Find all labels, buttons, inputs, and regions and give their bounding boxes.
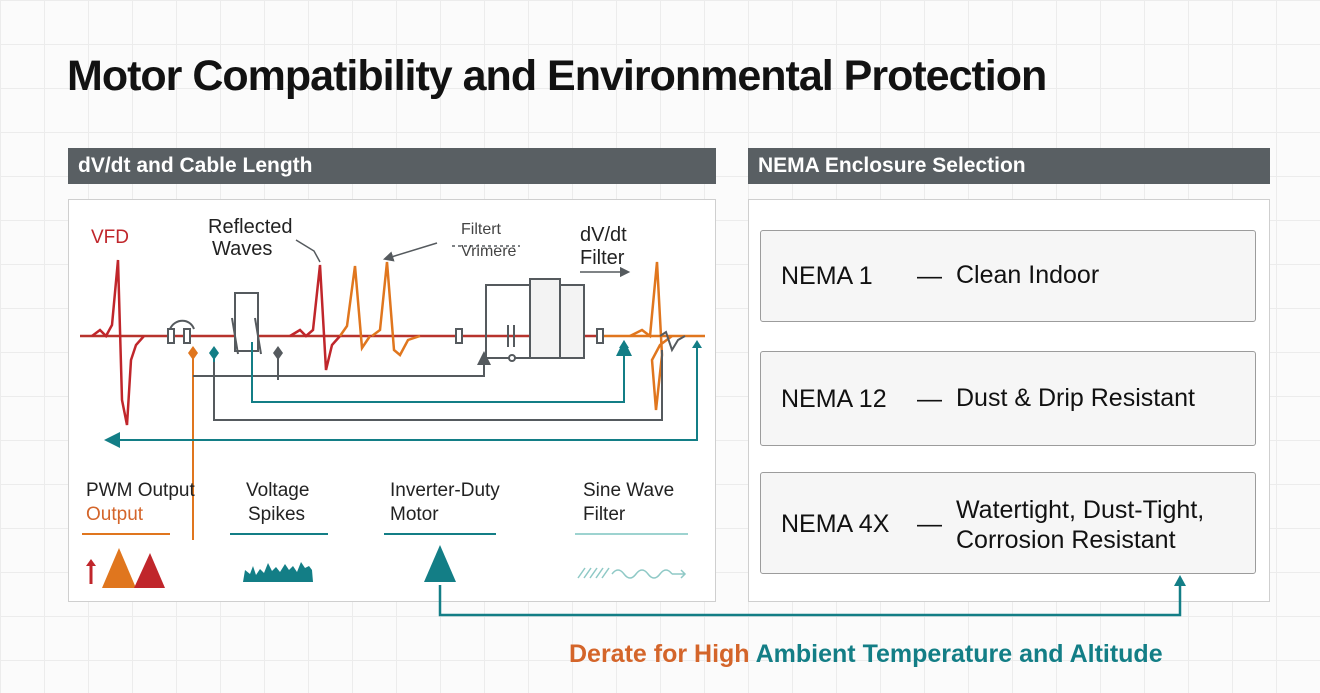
pwm-output-icon (86, 548, 165, 588)
sine-wave-filter-icon (577, 567, 687, 579)
nema-card-id: NEMA 12 (781, 385, 887, 413)
inverter-duty-label-2: Motor (390, 504, 439, 525)
reflected-waves-label-2: Waves (212, 238, 273, 260)
teal-line-2 (251, 340, 632, 403)
teal-diamond (209, 346, 219, 360)
derate-caption: Derate for High Ambient Temperature and … (569, 640, 1163, 669)
nema-card-dash: — (917, 262, 942, 290)
filter-block (485, 278, 585, 362)
reflected-arrow (295, 239, 321, 263)
vfd-label: VFD (91, 227, 129, 248)
dvdt-filter-label-1: dV/dt (580, 224, 627, 246)
cable-components (167, 292, 604, 352)
inverter-duty-label: Inverter-Duty (390, 480, 500, 501)
inductor-symbol (231, 317, 262, 355)
teal-return-line (104, 348, 698, 448)
sine-wave-label: Sine Wave (583, 480, 675, 501)
filter-label-1: Filtert (461, 221, 501, 238)
nema-card-desc: Clean Indoor (956, 261, 1100, 289)
gray-diamond (273, 346, 283, 360)
nema-card-id: NEMA 1 (781, 262, 873, 290)
reflected-wave-orange-1 (338, 265, 372, 352)
nema-card-dash: — (917, 385, 942, 413)
reflected-waves-label-1: Reflected (208, 216, 293, 238)
orange-diamond (188, 346, 198, 360)
voltage-spikes-label: Voltage (246, 480, 310, 501)
nema-card-12: NEMA 12 — Dust & Drip Resistant (760, 351, 1256, 446)
dvdt-panel-header: dV/dt and Cable Length (68, 148, 716, 184)
nema-card-desc-2: Corrosion Resistant (956, 526, 1176, 554)
vfd-waveform (91, 259, 145, 426)
reflected-wave-red (289, 264, 341, 371)
filter-arrow (382, 242, 438, 262)
pwm-output-label: PWM Output (86, 480, 195, 501)
inverter-duty-motor-icon (424, 545, 456, 582)
page-title: Motor Compatibility and Environmental Pr… (67, 52, 1047, 100)
derate-caption-part1: Derate for High (569, 640, 750, 668)
pwm-output-label-2: Output (86, 504, 144, 525)
nema-card-dash: — (917, 510, 942, 538)
dvdt-filter-label-2: Filter (580, 247, 625, 269)
nema-card-id: NEMA 4X (781, 510, 890, 538)
motor-waveform-gray (659, 330, 686, 353)
nema-card-4x: NEMA 4X — Watertight, Dust-Tight, Corros… (760, 472, 1256, 574)
filter-label-2: Vrimere (461, 243, 517, 260)
gray-line-2 (213, 350, 663, 421)
reflected-wave-orange-2 (371, 261, 421, 357)
nema-card-1: NEMA 1 — Clean Indoor (760, 230, 1256, 322)
nema-card-desc: Dust & Drip Resistant (956, 384, 1195, 412)
nema-card-desc: Watertight, Dust-Tight, (956, 496, 1205, 524)
derate-caption-part2: Ambient Temperature and Altitude (755, 640, 1163, 668)
nema-panel-header: NEMA Enclosure Selection (748, 148, 1270, 184)
sine-wave-label-2: Filter (583, 504, 626, 525)
voltage-spikes-label-2: Spikes (248, 504, 306, 525)
gray-line-1 (193, 351, 491, 377)
voltage-spikes-icon (243, 562, 313, 582)
derate-connector (438, 580, 1182, 617)
